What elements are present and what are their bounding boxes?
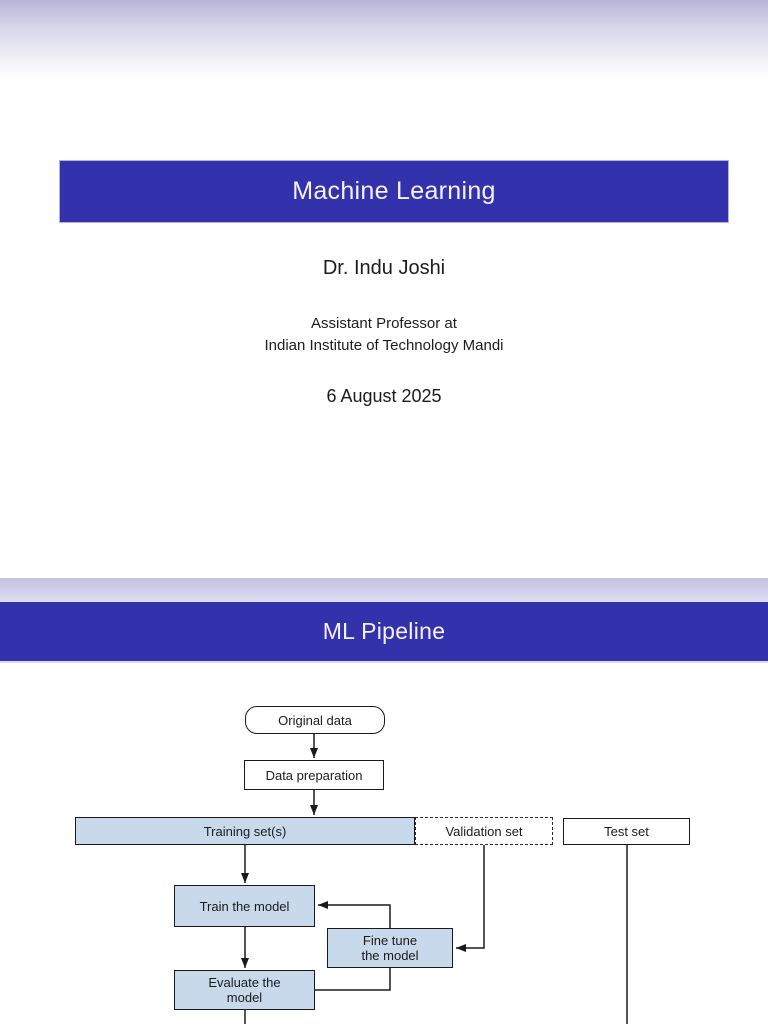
node-test-set-label: Test set (604, 824, 649, 839)
affiliation-line-1: Assistant Professor at (311, 315, 457, 332)
node-train-model-label: Train the model (199, 898, 290, 914)
presentation-date: 6 August 2025 (326, 386, 442, 406)
author-affiliation: Assistant Professor at Indian Institute … (0, 313, 768, 357)
node-evaluate-model: Evaluate the model (174, 970, 315, 1010)
node-original-data: Original data (245, 706, 385, 734)
presentation-title-banner: Machine Learning (59, 160, 729, 223)
node-test-set: Test set (563, 818, 690, 845)
slide2-title: ML Pipeline (322, 618, 446, 644)
node-fine-tune-model: Fine tune the model (327, 928, 453, 968)
node-original-data-label: Original data (278, 712, 352, 728)
node-data-preparation: Data preparation (244, 760, 384, 790)
node-data-preparation-label: Data preparation (265, 767, 363, 783)
node-training-set-label: Training set(s) (203, 823, 287, 839)
affiliation-line-2: Indian Institute of Technology Mandi (264, 337, 504, 354)
node-fine-tune-label-line1: Fine tune (362, 933, 418, 948)
node-train-model: Train the model (174, 885, 315, 927)
slide1-top-gradient (0, 0, 768, 80)
node-validation-set-label: Validation set (445, 823, 523, 839)
node-evaluate-label-line1: Evaluate the (208, 975, 281, 990)
node-validation-set: Validation set (415, 817, 553, 845)
author-name: Dr. Indu Joshi (322, 257, 446, 279)
slide2-title-banner: ML Pipeline (0, 602, 768, 663)
arrow-validation-to-finetune (456, 845, 485, 952)
node-training-set: Training set(s) (75, 817, 415, 845)
presentation-title: Machine Learning (292, 177, 496, 205)
line-evaluate-to-finetune (315, 968, 391, 991)
node-fine-tune-label-line2: the model (361, 948, 419, 963)
slide2-top-gradient (0, 578, 768, 602)
node-evaluate-label-line2: model (226, 990, 263, 1005)
arrow-finetune-to-train (318, 901, 391, 928)
